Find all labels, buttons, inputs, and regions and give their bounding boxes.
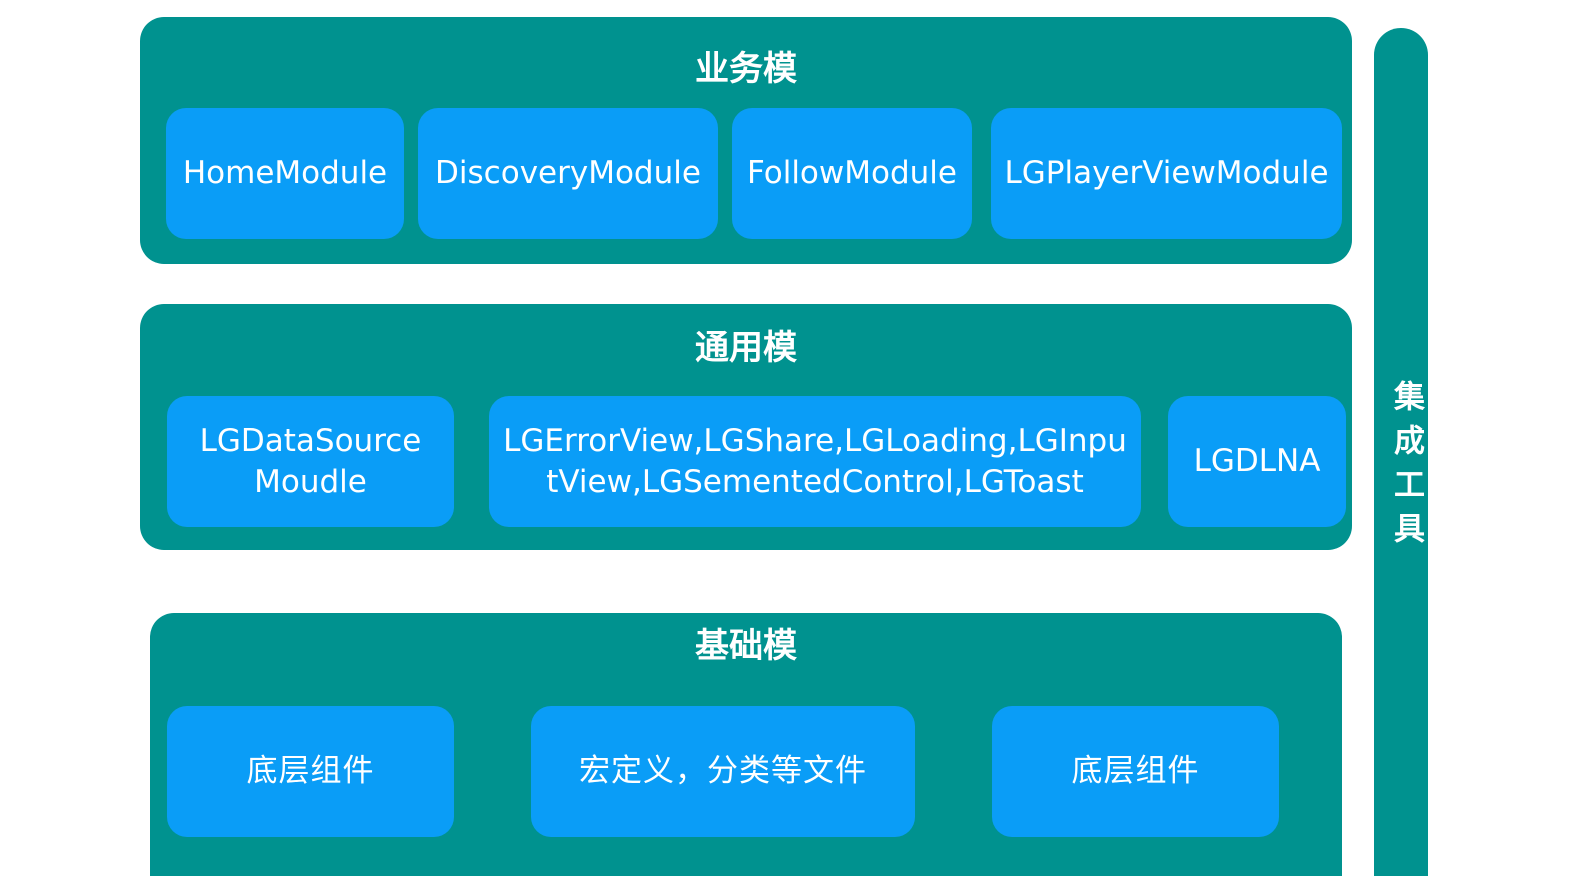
integration-tool-bar: 集成工具	[1374, 28, 1428, 876]
module-box-player-view: LGPlayerViewModule	[991, 108, 1342, 239]
module-box-home: HomeModule	[166, 108, 404, 239]
module-box-macros-categories: 宏定义，分类等文件	[531, 706, 915, 837]
base-layer-title: 基础模	[695, 626, 797, 666]
base-layer-panel: 基础模 底层组件 宏定义，分类等文件 底层组件	[150, 613, 1342, 876]
module-box-common-views: LGErrorView,LGShare,LGLoading,LGInputVie…	[489, 396, 1141, 527]
module-box-base-components-left: 底层组件	[167, 706, 454, 837]
module-box-dlna: LGDLNA	[1168, 396, 1346, 527]
common-layer-panel: 通用模 LGDataSourceMoudle LGErrorView,LGSha…	[140, 304, 1352, 550]
module-box-base-components-right: 底层组件	[992, 706, 1279, 837]
module-box-discovery: DiscoveryModule	[418, 108, 718, 239]
business-layer-panel: 业务模 HomeModule DiscoveryModule FollowMod…	[140, 17, 1352, 264]
module-box-datasource: LGDataSourceMoudle	[167, 396, 454, 527]
common-layer-title: 通用模	[695, 328, 797, 368]
module-box-follow: FollowModule	[732, 108, 972, 239]
business-layer-title: 业务模	[695, 49, 797, 89]
integration-tool-label: 集成工具	[1388, 380, 1424, 556]
